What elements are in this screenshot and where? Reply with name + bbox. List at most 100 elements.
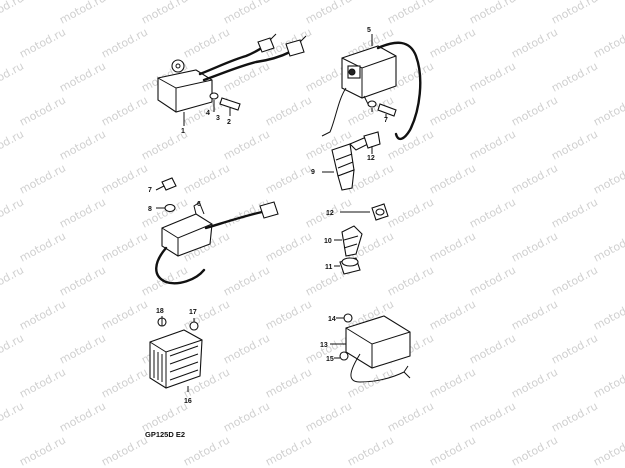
watermark-text: motod.ru [549,0,600,27]
watermark-text: motod.ru [99,161,150,196]
callout-label: 9 [311,169,315,176]
callout-label: 2 [227,119,231,126]
callout-label: 17 [189,309,197,316]
callout-label: 10 [324,238,332,245]
watermark-text: motod.ru [139,0,190,27]
watermark-text: motod.ru [181,161,232,196]
watermark-text: motod.ru [221,127,272,162]
watermark-text: motod.ru [467,399,518,434]
watermark-text: motod.ru [99,365,150,400]
callout-labels: 1 2 3 4 5 6 7 7 8 9 10 11 12 12 13 14 15… [148,27,388,405]
watermark-text: motod.ru [263,433,314,468]
regulator-group [149,316,203,392]
watermark-text: motod.ru [509,25,560,60]
watermark-text: motod.ru [509,297,560,332]
watermark-text: motod.ru [591,433,625,468]
watermark-text: motod.ru [427,25,478,60]
watermark-text: motod.ru [99,93,150,128]
callout-label: 6 [197,201,201,208]
watermark-text: motod.ru [17,25,68,60]
watermark-text: motod.ru [57,195,108,230]
watermark-text: motod.ru [263,365,314,400]
watermark-text: motod.ru [303,0,354,27]
watermark-text: motod.ru [467,263,518,298]
watermark-text: motod.ru [549,59,600,94]
watermark-text: motod.ru [467,127,518,162]
bracket-unit-group [330,313,411,383]
watermark-text: motod.ru [591,25,625,60]
callout-label: 3 [216,115,220,122]
watermark-text: motod.ru [509,93,560,128]
watermark-text: motod.ru [17,433,68,468]
watermark-text: motod.ru [57,127,108,162]
watermark-text: motod.ru [221,0,272,27]
watermark-text: motod.ru [385,195,436,230]
watermark-text: motod.ru [427,229,478,264]
watermark-text: motod.ru [17,93,68,128]
ignition-coil-group [321,34,422,141]
callout-label: 14 [328,316,336,323]
callout-label: 12 [367,155,375,162]
callout-label: 8 [148,206,152,213]
watermark-text: motod.ru [221,331,272,366]
watermark-text: motod.ru [303,399,354,434]
watermark-text: motod.ru [509,365,560,400]
watermark-text: motod.ru [549,195,600,230]
watermark-text: motod.ru [181,25,232,60]
callout-label: 4 [206,110,210,117]
callout-label: 7 [384,117,388,124]
callout-label: 12 [326,210,334,217]
watermark-text: motod.ru [57,59,108,94]
watermark-text: motod.ru [467,331,518,366]
callout-label: 15 [326,356,334,363]
watermark-text: motod.ru [99,25,150,60]
callout-label: 5 [367,27,371,34]
watermark-text: motod.ru [467,0,518,27]
callout-label: 13 [320,342,328,349]
watermark-text: motod.ru [385,0,436,27]
watermark-text: motod.ru [549,399,600,434]
watermark-text: motod.ru [385,399,436,434]
callout-label: 16 [184,398,192,405]
watermark-text: motod.ru [263,297,314,332]
watermark-text: motod.ru [345,365,396,400]
model-label: GP125D E2 [145,430,185,439]
watermark-text: motod.ru [549,263,600,298]
watermark-text: motod.ru [345,433,396,468]
watermark-text: motod.ru [0,399,26,434]
watermark-text: motod.ru [591,365,625,400]
watermark-text: motod.ru [181,433,232,468]
watermark-text: motod.ru [591,229,625,264]
watermark-text: motod.ru [221,263,272,298]
source-coil-group [155,177,279,285]
callout-label: 7 [148,187,152,194]
watermark-text: motod.ru [509,229,560,264]
watermark-text: motod.ru [591,297,625,332]
watermark-text: motod.ru [0,59,26,94]
watermark-text: motod.ru [17,229,68,264]
watermark-text: motod.ru [17,161,68,196]
watermark-text: motod.ru [427,161,478,196]
watermark-text: motod.ru [263,229,314,264]
watermark-text: motod.ru [263,161,314,196]
watermark-text: motod.ru [427,433,478,468]
watermark-text: motod.ru [57,399,108,434]
watermark-text: motod.ru [467,195,518,230]
watermark-text: motod.ru [467,59,518,94]
watermark-text: motod.ru [221,399,272,434]
watermark-text: motod.ru [17,365,68,400]
watermark-text: motod.ru [0,127,26,162]
watermark-text: motod.ru [509,433,560,468]
watermark-text: motod.ru [427,365,478,400]
plug-cap-group [322,131,381,191]
watermark-text: motod.ru [0,195,26,230]
watermark-text: motod.ru [427,297,478,332]
watermark-text: motod.ru [591,161,625,196]
watermark-text: motod.ru [0,331,26,366]
watermark-text: motod.ru [549,331,600,366]
watermark-text: motod.ru [549,127,600,162]
watermark-text: motod.ru [57,263,108,298]
watermark-text: motod.ru [509,161,560,196]
